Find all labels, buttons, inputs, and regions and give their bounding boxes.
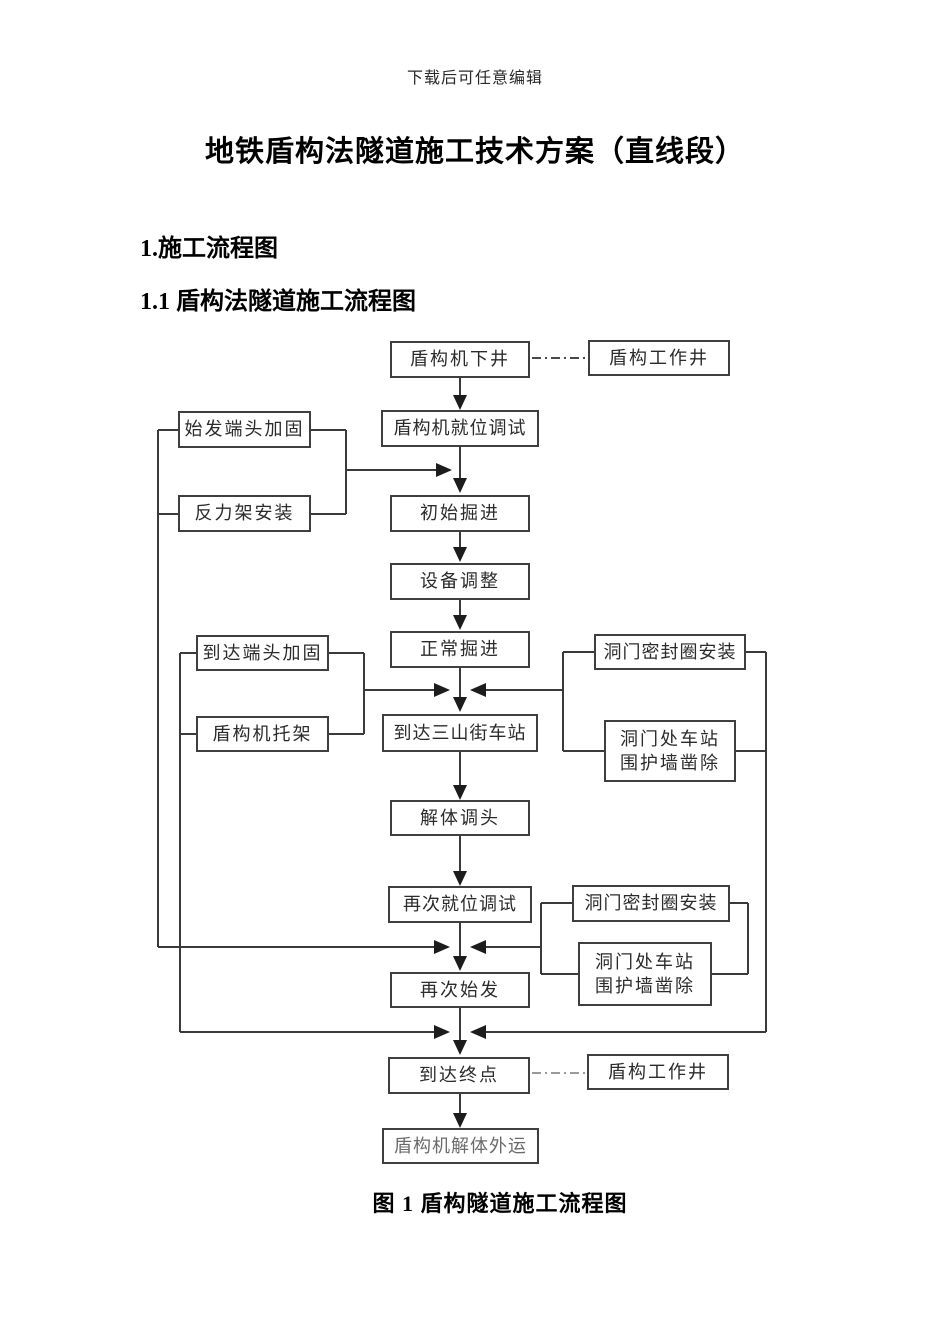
edit-note: 下载后可任意编辑	[406, 70, 543, 87]
node-portal-station-wall-demolition-1: 洞门处车站 围护墙凿除	[604, 720, 736, 782]
node-reaction-frame-install: 反力架安装	[178, 495, 311, 532]
node-launch-end-reinforcement: 始发端头加固	[178, 411, 311, 448]
document-title: 地铁盾构法隧道施工技术方案（直线段）	[204, 136, 745, 168]
node-disassemble-turnaround: 解体调头	[390, 800, 530, 836]
node-shield-machine-cradle: 盾构机托架	[196, 716, 329, 752]
node-line: 洞门处车站	[595, 951, 695, 972]
node-shield-machine-lowering: 盾构机下井	[390, 341, 530, 378]
section-heading: 1.施工流程图	[140, 236, 278, 262]
node-reach-endpoint: 到达终点	[388, 1057, 530, 1094]
node-re-launch: 再次始发	[390, 972, 530, 1008]
node-initial-excavation: 初始掘进	[390, 495, 530, 532]
node-normal-excavation: 正常掘进	[390, 631, 530, 668]
node-portal-seal-ring-install-1: 洞门密封圈安装	[594, 634, 746, 670]
node-line: 洞门处车站	[620, 728, 720, 749]
node-arrive-sanshan-street-station: 到达三山街车站	[382, 714, 538, 752]
node-re-positioning-debugging: 再次就位调试	[388, 886, 532, 923]
node-portal-station-wall-demolition-2: 洞门处车站 围护墙凿除	[578, 942, 712, 1006]
node-shield-working-shaft-top: 盾构工作井	[588, 340, 730, 376]
subsection-heading: 1.1 盾构法隧道施工流程图	[140, 289, 416, 315]
node-positioning-debugging: 盾构机就位调试	[381, 410, 539, 447]
node-arrival-end-reinforcement: 到达端头加固	[196, 635, 329, 671]
node-line: 围护墙凿除	[595, 976, 695, 996]
node-line: 围护墙凿除	[620, 753, 720, 773]
figure-caption: 图 1 盾构隧道施工流程图	[372, 1191, 628, 1216]
node-shield-disassembly-transport: 盾构机解体外运	[382, 1128, 539, 1164]
node-equipment-adjustment: 设备调整	[390, 563, 530, 600]
node-shield-working-shaft-bottom: 盾构工作井	[587, 1054, 729, 1090]
node-portal-seal-ring-install-2: 洞门密封圈安装	[572, 885, 730, 922]
